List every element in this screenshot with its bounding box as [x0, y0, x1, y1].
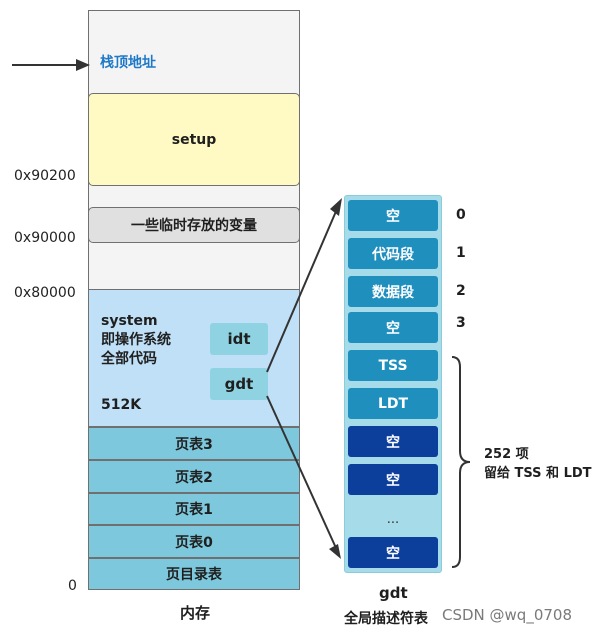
- brace-note: 252 项 留给 TSS 和 LDT: [484, 445, 592, 483]
- gdt-index-2: 2: [456, 283, 466, 299]
- page-table-2-label: 页表2: [175, 469, 213, 486]
- address-0x90200: 0x90200: [14, 168, 76, 184]
- system-line-2: 即操作系统: [101, 332, 171, 348]
- gdt-entry-empty-a-label: 空: [386, 434, 400, 451]
- gdt-entry-0-label: 空: [386, 208, 400, 225]
- page-table-1-label: 页表1: [175, 502, 213, 518]
- page-table-2: 页表2: [88, 460, 300, 493]
- gdt-entry-1-label: 代码段: [372, 246, 414, 263]
- gdt-entry-tss: TSS: [348, 350, 438, 381]
- gdt-brace: [451, 356, 471, 568]
- brace-note-line-2: 留给 TSS 和 LDT: [484, 466, 592, 481]
- address-0x90000: 0x90000: [14, 230, 76, 246]
- idt-label: idt: [227, 330, 251, 348]
- system-line-3: 全部代码: [101, 351, 157, 367]
- gdt-entry-1: 代码段: [348, 238, 438, 269]
- gdt-label: gdt: [224, 375, 254, 393]
- stack-pointer-arrow: [12, 59, 90, 71]
- page-table-3: 页表3: [88, 427, 300, 460]
- memory-caption: 内存: [180, 604, 211, 622]
- gdt-entry-last-label: 空: [386, 545, 400, 562]
- gdt-entry-empty-b-label: 空: [386, 472, 400, 489]
- address-0: 0: [68, 578, 77, 594]
- watermark: CSDN @wq_0708: [442, 606, 572, 624]
- page-table-0-label: 页表0: [175, 534, 213, 551]
- gdt-index-3: 3: [456, 315, 466, 331]
- page-directory-label: 页目录表: [166, 567, 222, 583]
- setup-block: setup: [88, 93, 300, 186]
- setup-label: setup: [171, 131, 217, 148]
- gdt-entry-2-label: 数据段: [372, 284, 414, 301]
- gdt-entry-empty-a: 空: [348, 426, 438, 457]
- page-table-1: 页表1: [88, 493, 300, 525]
- page-table-0: 页表0: [88, 525, 300, 558]
- system-line-1: system: [101, 313, 158, 329]
- gdt-index-1: 1: [456, 245, 466, 261]
- gdt-entry-3: 空: [348, 312, 438, 343]
- gdt-entry-ldt-label: LDT: [377, 395, 409, 412]
- gdt-ellipsis: ...: [386, 511, 400, 527]
- system-size: 512K: [101, 397, 142, 413]
- system-block: [88, 289, 300, 427]
- gdt-entry-tss-label: TSS: [378, 357, 408, 374]
- idt-box: idt: [210, 323, 268, 355]
- gdt-entry-empty-b: 空: [348, 464, 438, 495]
- temp-vars-block: 一些临时存放的变量: [88, 207, 300, 243]
- page-directory: 页目录表: [88, 558, 300, 590]
- page-table-3-label: 页表3: [175, 436, 213, 453]
- temp-vars-label: 一些临时存放的变量: [131, 218, 257, 234]
- gdt-caption: gdt: [379, 584, 408, 602]
- gdt-entry-ldt: LDT: [348, 388, 438, 419]
- gdt-caption-full: 全局描述符表: [344, 611, 428, 627]
- gdt-entry-3-label: 空: [386, 320, 400, 337]
- stack-top-label: 栈顶地址: [100, 55, 156, 71]
- gdt-entry-last: 空: [348, 537, 438, 568]
- gdt-entry-2: 数据段: [348, 276, 438, 307]
- gdt-index-0: 0: [456, 207, 466, 223]
- gdt-box: gdt: [210, 368, 268, 400]
- system-description: system 即操作系统 全部代码: [101, 312, 171, 369]
- brace-note-line-1: 252 项: [484, 447, 529, 462]
- address-0x80000: 0x80000: [14, 285, 76, 301]
- gdt-entry-0: 空: [348, 200, 438, 231]
